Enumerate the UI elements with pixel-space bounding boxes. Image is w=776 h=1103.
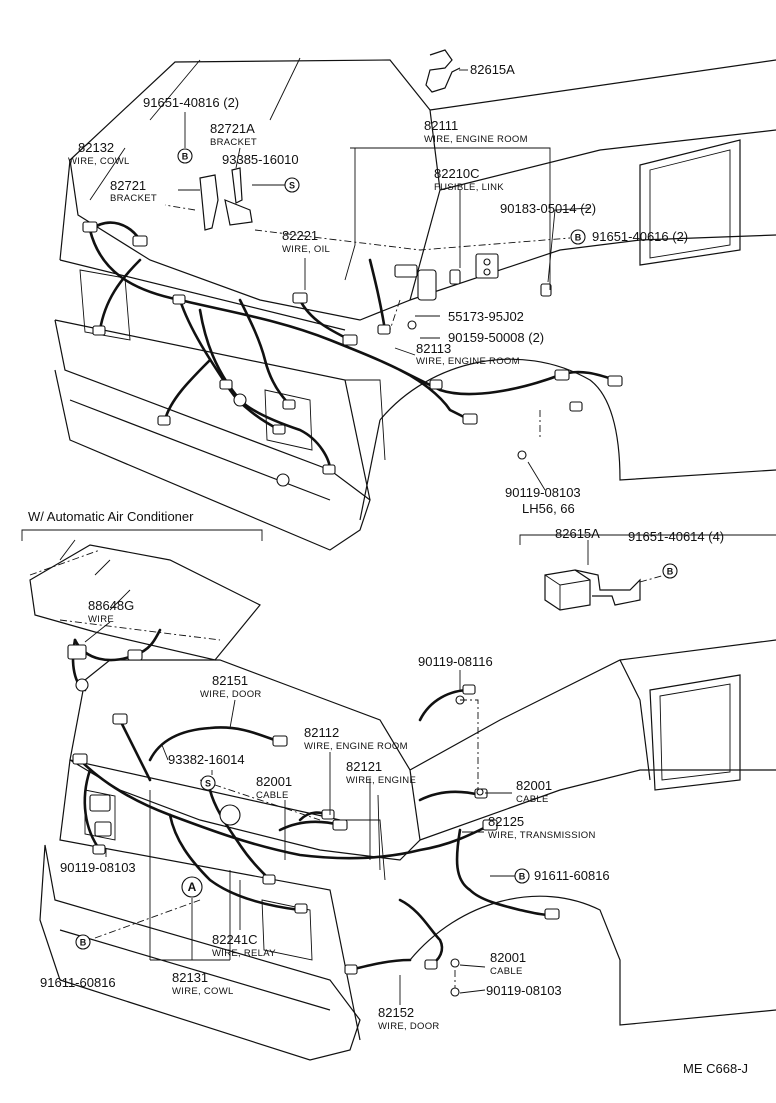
label-82001-c-desc: CABLE (490, 966, 523, 977)
label-82615A-top: 82615A (470, 62, 515, 77)
label-82221: 82221 (282, 228, 318, 243)
marker-b-lh (662, 563, 678, 579)
label-82001-c: 82001 (490, 950, 526, 965)
marker-b-1 (177, 148, 193, 164)
label-90183: 90183-05014 (2) (500, 201, 596, 216)
label-93382: 93382-16014 (168, 752, 245, 767)
label-91651-40616: 91651-40616 (2) (592, 229, 688, 244)
bottom-leader-lines (84, 621, 515, 1005)
label-82121-desc: WIRE, ENGINE (346, 775, 416, 786)
label-82111: 82111 (424, 118, 458, 133)
label-82241C-desc: WIRE, RELAY (212, 948, 276, 959)
label-82001-b-desc: CABLE (516, 794, 549, 805)
marker-a-label: A (188, 880, 197, 894)
marker-s-2-label: S (205, 779, 211, 789)
label-82152-desc: WIRE, DOOR (378, 1021, 440, 1032)
label-82131: 82131 (172, 970, 208, 985)
marker-b-4 (75, 934, 91, 950)
section-title-auto-ac: W/ Automatic Air Conditioner (28, 509, 194, 524)
marker-s-2 (200, 775, 216, 791)
bottom-labels: 88648G WIRE 90119-08116 82151 WIRE, DOOR… (40, 598, 610, 1032)
bottom-ac-area (29, 539, 261, 692)
label-82210C: 82210C (434, 166, 480, 181)
label-82721: 82721 (110, 178, 146, 193)
top-markers: B S B (177, 148, 586, 245)
label-88648G-desc: WIRE (88, 614, 114, 625)
section-lh56: LH56, 66 B 82615A 91651-40614 (4) (519, 501, 776, 611)
label-91611-60816-l: 91611-60816 (40, 975, 116, 990)
label-82113-desc: WIRE, ENGINE ROOM (416, 356, 520, 367)
marker-b-2-label: B (575, 233, 582, 243)
label-82615A-lh: 82615A (555, 526, 600, 541)
marker-b-1-label: B (182, 152, 189, 162)
label-82152: 82152 (378, 1005, 414, 1020)
label-82132: 82132 (78, 140, 114, 155)
label-82721A-desc: BRACKET (210, 137, 257, 148)
top-leader-lines (89, 69, 591, 491)
label-82151-desc: WIRE, DOOR (200, 689, 262, 700)
label-91651-40614: 91651-40614 (4) (628, 529, 724, 544)
section-auto-ac: W/ Automatic Air Conditioner (21, 509, 263, 541)
label-90159: 90159-50008 (2) (448, 330, 544, 345)
label-90119-08103-l: 90119-08103 (60, 860, 136, 875)
marker-s-1-label: S (289, 181, 295, 191)
label-90119-08116: 90119-08116 (418, 654, 493, 669)
top-brackets (199, 49, 461, 231)
marker-b-lh-label: B (667, 567, 674, 577)
top-wire-harness (82, 221, 623, 487)
top-vehicle-body (54, 57, 776, 551)
label-90119-08103-top: 90119-08103 (505, 485, 581, 500)
label-82001-a-desc: CABLE (256, 790, 289, 801)
marker-b-3-label: B (519, 872, 526, 882)
label-82001-b: 82001 (516, 778, 552, 793)
label-91651-40816-top: 91651-40816 (2) (143, 95, 239, 110)
marker-s-1 (284, 177, 300, 193)
label-82151: 82151 (212, 673, 248, 688)
label-82721A: 82721A (210, 121, 255, 136)
label-82721-desc: BRACKET (110, 193, 157, 204)
label-82112: 82112 (304, 725, 339, 740)
label-55173: 55173-95J02 (448, 309, 524, 324)
label-90119-08103-b: 90119-08103 (486, 983, 562, 998)
label-82241C: 82241C (212, 932, 258, 947)
marker-b-4-label: B (80, 938, 87, 948)
label-82210C-desc: FUSIBLE, LINK (434, 182, 504, 193)
label-82001-a: 82001 (256, 774, 292, 789)
bottom-wire-harness (72, 684, 560, 997)
label-82112-desc: WIRE, ENGINE ROOM (304, 741, 408, 752)
top-labels: 82615A 91651-40816 (2) 82132 WIRE, COWL … (68, 62, 688, 500)
label-91611-60816-r: 91611-60816 (534, 868, 610, 883)
label-82121: 82121 (346, 759, 382, 774)
label-82111-desc: WIRE, ENGINE ROOM (424, 134, 528, 145)
marker-b-2 (570, 229, 586, 245)
label-82113: 82113 (416, 341, 451, 356)
marker-b-3 (514, 868, 530, 884)
label-93385: 93385-16010 (222, 152, 299, 167)
label-82131-desc: WIRE, COWL (172, 986, 234, 997)
bottom-markers: S B B A (75, 775, 530, 950)
label-82125: 82125 (488, 814, 524, 829)
marker-a (181, 876, 203, 898)
label-82221-desc: WIRE, OIL (282, 244, 330, 255)
footer-code: ME C668-J (683, 1061, 748, 1076)
section-title-lh56: LH56, 66 (522, 501, 575, 516)
label-88648G: 88648G (88, 598, 134, 613)
label-82125-desc: WIRE, TRANSMISSION (488, 830, 596, 841)
label-82132-desc: WIRE, COWL (68, 156, 130, 167)
